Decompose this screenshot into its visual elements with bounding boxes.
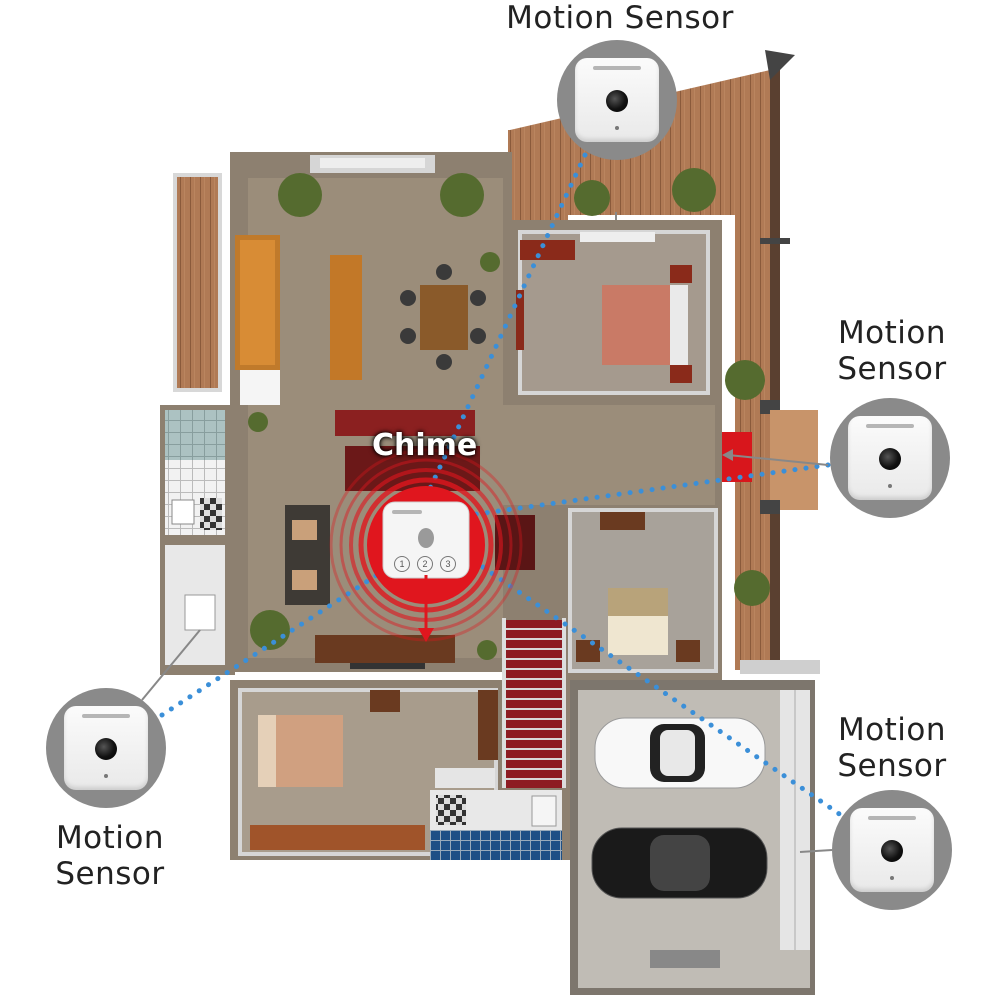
chime-button-2: 2: [417, 556, 433, 572]
bedroom-middle: [568, 508, 718, 673]
label-right-sensor: Motion Sensor: [822, 315, 962, 387]
label-right-sensor-line1: Motion: [837, 315, 947, 351]
label-left-sensor: Motion Sensor: [40, 820, 180, 892]
signal-line-left: [159, 557, 403, 718]
label-right-sensor-line2: Sensor: [837, 351, 947, 387]
label-left-sensor-line2: Sensor: [55, 856, 165, 892]
chime-button-1: 1: [394, 556, 410, 572]
car-icon: [594, 717, 766, 789]
car-icon: [591, 827, 768, 899]
label-bottom-right-sensor: Motion Sensor: [822, 712, 962, 784]
chime-label: Chime: [372, 428, 478, 463]
motion-sensor-icon: [848, 416, 932, 500]
bedroom-top: [516, 230, 710, 395]
motion-sensor-top: [557, 40, 677, 160]
signal-line-bottom-right: [477, 562, 851, 823]
signal-paths: [159, 152, 851, 823]
left-rooms: [165, 410, 225, 665]
label-bottom-right-sensor-line1: Motion: [837, 712, 947, 748]
chime-arrow: [418, 575, 434, 642]
label-left-sensor-line1: Motion: [55, 820, 165, 856]
bathroom-bottom: [430, 790, 562, 860]
label-top-sensor: Motion Sensor: [506, 0, 734, 36]
chime-button-3: 3: [440, 556, 456, 572]
deck: [508, 50, 820, 674]
signal-line-top: [417, 152, 588, 513]
motion-sensor-icon: [64, 706, 148, 790]
motion-sensor-icon: [575, 58, 659, 142]
motion-sensor-icon: [850, 808, 934, 892]
garage: [578, 690, 810, 988]
motion-sensor-bottom-right: [832, 790, 952, 910]
motion-sensor-right: [830, 398, 950, 518]
label-bottom-right-sensor-line2: Sensor: [837, 748, 947, 784]
signal-line-right: [467, 462, 831, 518]
motion-sensor-left: [46, 688, 166, 808]
left-deck: [173, 173, 222, 392]
staircase: [502, 618, 566, 788]
